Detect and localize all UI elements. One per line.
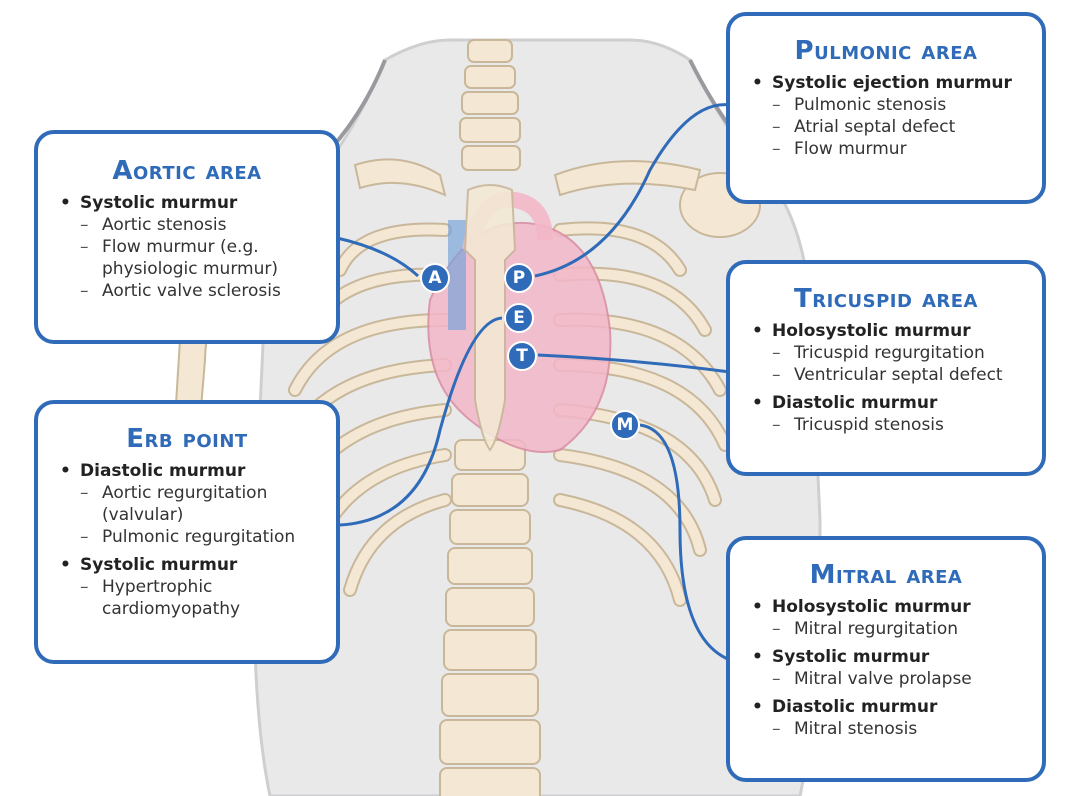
murmur-cause: Mitral valve prolapse	[750, 668, 1042, 690]
tricuspid-area-box: Tricuspid area Holosystolic murmurTricus…	[726, 260, 1046, 476]
right-clavicle	[553, 160, 702, 197]
murmur-cause: Flow murmur (e.g. physiologic murmur)	[58, 236, 336, 280]
murmur-cause: Aortic regurgitation (valvular)	[58, 482, 336, 526]
murmur-cause: Tricuspid stenosis	[750, 414, 1042, 436]
aortic-area-box: Aortic area Systolic murmurAortic stenos…	[34, 130, 340, 344]
heart	[427, 221, 612, 453]
murmur-type: Holosystolic murmur	[750, 320, 1042, 342]
pulmonic-area-box: Pulmonic area Systolic ejection murmurPu…	[726, 12, 1046, 204]
sternum	[463, 184, 517, 452]
murmur-cause: Pulmonic stenosis	[750, 94, 1042, 116]
murmur-type: Systolic ejection murmur	[750, 72, 1042, 94]
murmur-cause: Mitral regurgitation	[750, 618, 1042, 640]
murmur-cause: Ventricular septal defect	[750, 364, 1042, 386]
murmur-cause: Tricuspid regurgitation	[750, 342, 1042, 364]
connector-lines	[336, 103, 731, 662]
aortic-area-list: Systolic murmurAortic stenosisFlow murmu…	[38, 192, 336, 302]
murmur-cause: Pulmonic regurgitation	[58, 526, 336, 548]
tricuspid-connector	[537, 353, 731, 374]
aortic-connector	[336, 236, 420, 278]
marker-aortic: A	[420, 263, 450, 293]
murmur-type: Diastolic murmur	[58, 460, 336, 482]
marker-erb: E	[504, 303, 534, 333]
murmur-type: Systolic murmur	[58, 192, 336, 214]
murmur-type: Systolic murmur	[750, 646, 1042, 668]
murmur-cause: Aortic stenosis	[58, 214, 336, 236]
mitral-area-title: Mitral area	[809, 560, 963, 590]
mitral-area-list: Holosystolic murmurMitral regurgitationS…	[730, 596, 1042, 740]
aortic-area-title: Aortic area	[112, 156, 262, 186]
erb-connector	[339, 316, 503, 527]
murmur-type: Holosystolic murmur	[750, 596, 1042, 618]
left-clavicle	[353, 158, 447, 197]
murmur-type: Systolic murmur	[58, 554, 336, 576]
tricuspid-area-title: Tricuspid area	[794, 284, 978, 314]
marker-pulmonic: P	[504, 263, 534, 293]
marker-tricuspid: T	[507, 341, 537, 371]
mitral-area-box: Mitral area Holosystolic murmurMitral re…	[726, 536, 1046, 782]
superior-vena-cava	[448, 220, 466, 330]
tricuspid-area-list: Holosystolic murmurTricuspid regurgitati…	[730, 320, 1042, 436]
murmur-cause: Aortic valve sclerosis	[58, 280, 336, 302]
murmur-cause: Atrial septal defect	[750, 116, 1042, 138]
murmur-type: Diastolic murmur	[750, 696, 1042, 718]
mitral-connector	[639, 423, 731, 662]
murmur-type: Diastolic murmur	[750, 392, 1042, 414]
erb-point-title: Erb point	[126, 424, 248, 454]
murmur-cause: Hypertrophic cardiomyopathy	[58, 576, 336, 620]
pulmonic-area-title: Pulmonic area	[794, 36, 978, 66]
pulmonic-connector	[534, 103, 731, 278]
murmur-cause: Flow murmur	[750, 138, 1042, 160]
murmur-cause: Mitral stenosis	[750, 718, 1042, 740]
spine	[439, 39, 541, 796]
marker-mitral: M	[610, 410, 640, 440]
erb-point-list: Diastolic murmurAortic regurgitation (va…	[38, 460, 336, 620]
pulmonic-area-list: Systolic ejection murmurPulmonic stenosi…	[730, 72, 1042, 160]
erb-point-box: Erb point Diastolic murmurAortic regurgi…	[34, 400, 340, 664]
